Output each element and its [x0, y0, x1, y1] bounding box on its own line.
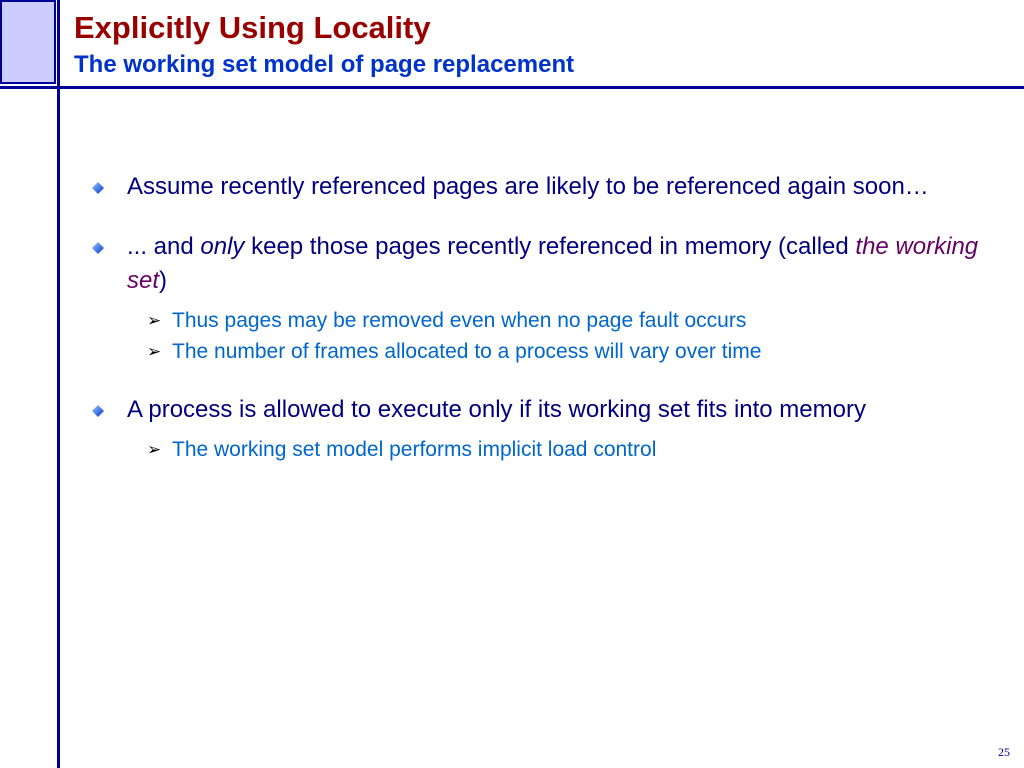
bullet-item: Assume recently referenced pages are lik… [92, 170, 1002, 204]
blue-diamond-bullet-icon [92, 242, 104, 254]
bullet-text-prefix: ... and [127, 233, 201, 260]
bullet-text: Assume recently referenced pages are lik… [127, 173, 929, 200]
arrowhead-bullet-icon: ➢ [147, 311, 162, 330]
slide-title: Explicitly Using Locality [74, 10, 431, 45]
sub-list: ➢ The working set model performs implici… [127, 434, 1002, 465]
blue-diamond-bullet-icon [92, 405, 104, 417]
sub-item: ➢ The working set model performs implici… [127, 434, 1002, 465]
page-number: 25 [998, 745, 1010, 759]
sub-list: ➢ Thus pages may be removed even when no… [127, 305, 1002, 367]
arrowhead-bullet-icon: ➢ [147, 440, 162, 459]
bullet-text-middle: keep those pages recently referenced in … [244, 233, 856, 260]
sub-item: ➢ The number of frames allocated to a pr… [127, 336, 1002, 367]
bullet-emphasis-working-set: the working set [127, 233, 979, 294]
sub-item-text: Thus pages may be removed even when no p… [172, 309, 747, 332]
sub-item: ➢ Thus pages may be removed even when no… [127, 305, 1002, 336]
sub-item-text: The number of frames allocated to a proc… [172, 340, 762, 363]
sub-item-text: The working set model performs implicit … [172, 438, 657, 461]
arrowhead-bullet-icon: ➢ [147, 342, 162, 361]
bullet-item: A process is allowed to execute only if … [92, 393, 1002, 465]
vertical-rule [57, 0, 60, 768]
corner-box [0, 0, 56, 84]
bullet-text-suffix: ) [159, 267, 168, 294]
header-rule [0, 86, 1024, 89]
slide-subtitle: The working set model of page replacemen… [74, 51, 575, 78]
bullet-item: ... and only keep those pages recently r… [92, 230, 1002, 367]
bullet-text: A process is allowed to execute only if … [127, 396, 866, 423]
blue-diamond-bullet-icon [92, 182, 104, 194]
slide-content: Assume recently referenced pages are lik… [92, 170, 1002, 465]
bullet-emphasis-only: only [200, 233, 245, 260]
